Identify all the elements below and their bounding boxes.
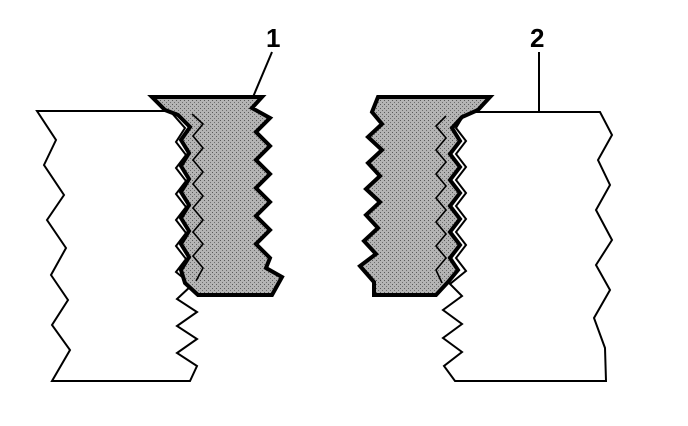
- callout-1-label: 1: [266, 23, 280, 53]
- callout-1: 1: [252, 23, 280, 98]
- callout-1-leader: [252, 51, 273, 98]
- right-base-part: [441, 111, 614, 382]
- insert-1-body: [147, 95, 285, 297]
- right-assembly: [357, 95, 614, 382]
- callout-2: 2: [530, 23, 544, 112]
- callout-2-label: 2: [530, 23, 544, 53]
- left-assembly: [35, 95, 285, 382]
- right-inner-thread: [434, 115, 448, 284]
- left-base-part: [35, 110, 199, 382]
- insert-2-body: [357, 95, 495, 297]
- left-inner-thread: [191, 113, 205, 282]
